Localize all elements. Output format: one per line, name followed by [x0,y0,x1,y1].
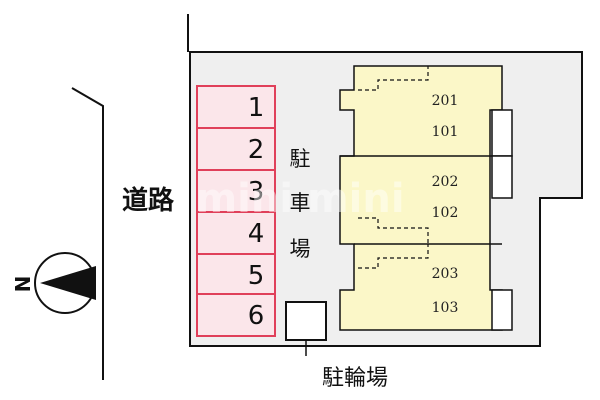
unit-number: 102 [432,205,459,221]
north-letter: N [11,276,35,293]
parking-label-char: 駐 [290,147,311,171]
parking-space: 6 [196,293,276,337]
parking-space: 2 [196,127,276,171]
parking-space-number: 4 [248,219,265,249]
parking-space: 4 [196,211,276,255]
parking-space: 3 [196,169,276,213]
parking-space-number: 3 [248,177,265,207]
stair-outline [358,66,429,269]
balcony [491,289,513,331]
unit-number: 103 [432,300,459,316]
road-label: 道路 [122,185,175,216]
bike-parking-box [285,301,327,341]
watermark: mini mini [195,176,404,222]
parking-space-number: 6 [248,301,265,331]
road-edge-left [71,87,104,380]
parking-label-char: 場 [290,237,311,261]
balcony [491,155,513,199]
unit-number: 202 [432,174,459,190]
parking-space: 5 [196,253,276,297]
building [339,65,503,331]
unit-number: 101 [432,124,459,140]
unit-number: 203 [432,266,459,282]
balcony [491,109,513,157]
parking-space-number: 5 [248,261,265,291]
parking-space-number: 2 [248,135,265,165]
unit-number: 201 [432,93,459,109]
bike-parking-label: 駐輪場 [322,366,388,391]
parking-area: 1 2 3 4 5 6 [196,85,276,337]
compass-icon: N [11,252,96,314]
parking-space: 1 [196,85,276,129]
parking-space-number: 1 [248,93,265,123]
parking-label-char: 車 [290,191,311,215]
